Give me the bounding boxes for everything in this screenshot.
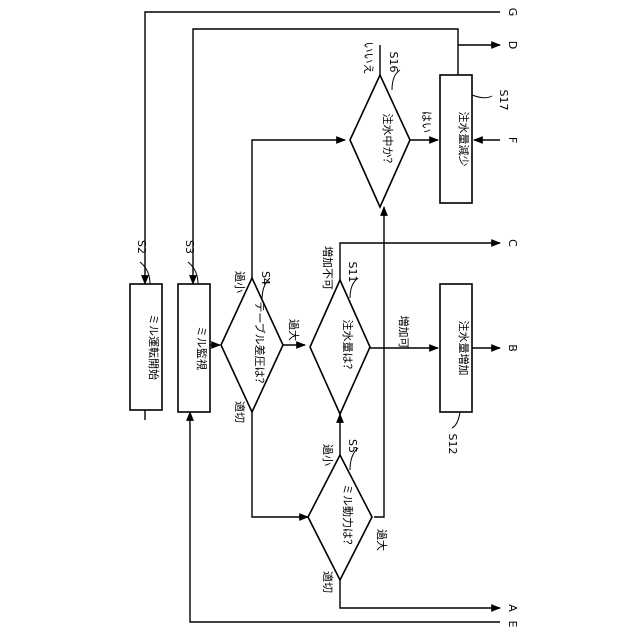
connector-d: D — [506, 41, 519, 49]
step-s11-label: S11 — [346, 262, 359, 283]
step-s4-label: S4 — [259, 271, 272, 285]
branch-s5-small: 過小 — [321, 444, 334, 466]
step-s12-leader — [452, 412, 460, 428]
step-s5-label: S5 — [346, 439, 359, 453]
step-s12-label: S12 — [446, 434, 459, 455]
step-s11-diamond — [310, 280, 370, 414]
flow-line-s11-ng — [340, 243, 500, 280]
branch-s5-large: 過大 — [375, 529, 389, 551]
step-s5-diamond — [308, 455, 372, 580]
branch-s16-no: いいえ — [362, 42, 375, 75]
step-s17-label: S17 — [497, 90, 510, 111]
step-s16-leader — [392, 70, 400, 90]
step-s16-label: S16 — [387, 52, 400, 73]
branch-s11-increase-ok: 増加可 — [397, 316, 410, 349]
branch-s4-large: 過大 — [287, 319, 301, 341]
step-s17-text: 注水量減少 — [457, 112, 471, 167]
connector-e: E — [506, 621, 519, 628]
step-s11-text: 注水量は？ — [341, 320, 355, 375]
branch-s4-small: 過小 — [233, 271, 246, 293]
step-s2-text: ミル運転開始 — [147, 314, 161, 380]
flow-line-s5-large — [374, 207, 384, 517]
step-s17-leader — [472, 95, 492, 98]
step-s2-label: S2 — [135, 240, 148, 254]
connector-g: G — [506, 8, 519, 17]
step-s4-text: テーブル差圧は？ — [253, 301, 267, 388]
connector-f: F — [506, 137, 519, 143]
connector-b: B — [506, 344, 519, 352]
step-s3-label: S3 — [183, 240, 196, 254]
branch-s5-proper: 適切 — [321, 571, 335, 593]
connector-c: C — [506, 239, 519, 247]
step-s12-text: 注水量増加 — [457, 321, 471, 376]
connector-a: A — [506, 604, 519, 612]
flow-line-s4-proper — [252, 412, 308, 517]
step-s16-diamond — [350, 75, 410, 207]
branch-s4-proper: 適切 — [233, 401, 247, 423]
step-s4-diamond — [221, 278, 283, 412]
branch-s11-increase-ng: 増加不可 — [321, 246, 334, 290]
step-s3-text: ミル監視 — [195, 326, 209, 370]
step-s5-text: ミル動力は？ — [341, 484, 355, 550]
flow-line-s5-proper — [340, 580, 500, 608]
step-s16-text: 注水中か？ — [381, 114, 395, 169]
branch-s16-yes: はい — [420, 111, 433, 133]
